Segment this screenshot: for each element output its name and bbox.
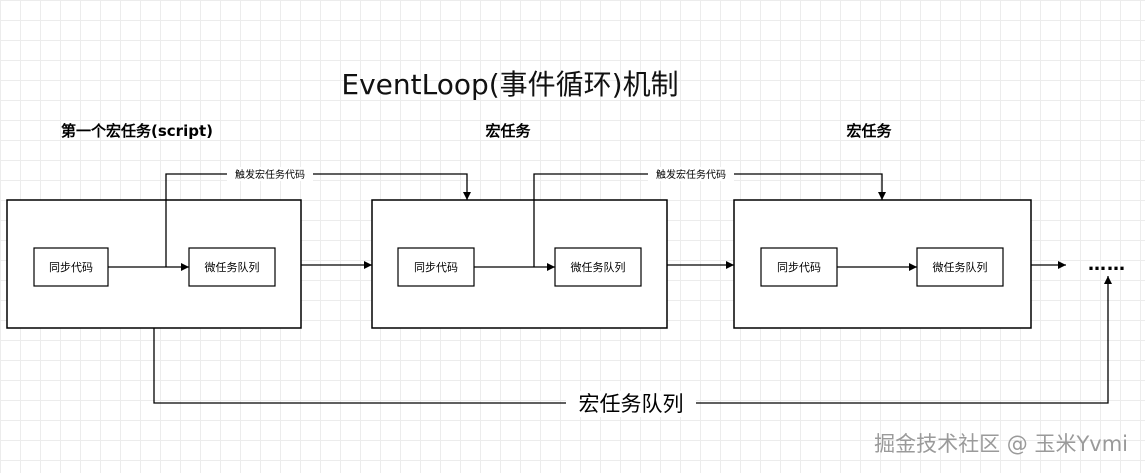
trigger-label-2: 触发宏任务代码 bbox=[656, 168, 726, 181]
microtask-queue-label-1: 微任务队列 bbox=[205, 260, 260, 274]
trigger-label-bg-2 bbox=[648, 167, 734, 181]
trigger-label-1: 触发宏任务代码 bbox=[235, 168, 305, 181]
continuation-ellipsis: …… bbox=[1088, 254, 1126, 275]
column-header-3: 宏任务 bbox=[846, 122, 892, 140]
trigger-label-bg-1 bbox=[227, 167, 313, 181]
microtask-queue-box-2 bbox=[554, 247, 642, 287]
sync-code-label-1: 同步代码 bbox=[49, 261, 93, 274]
sync-code-label-3: 同步代码 bbox=[777, 261, 821, 274]
macrotask-queue-label: 宏任务队列 bbox=[579, 392, 684, 416]
sync-code-label-2: 同步代码 bbox=[414, 261, 458, 274]
column-header-1: 第一个宏任务(script) bbox=[61, 122, 213, 140]
queue-label-bg bbox=[566, 391, 696, 417]
microtask-queue-label-3: 微任务队列 bbox=[933, 260, 988, 274]
diagram-title: EventLoop(事件循环)机制 bbox=[341, 68, 678, 101]
trigger-macrotask-arrow-1 bbox=[165, 173, 471, 267]
sync-code-box-3 bbox=[760, 247, 838, 287]
watermark: 掘金技术社区 @ 玉米Yvmi bbox=[874, 432, 1128, 456]
microtask-queue-label-2: 微任务队列 bbox=[571, 260, 626, 274]
sync-code-box-2 bbox=[397, 247, 475, 287]
column-header-2: 宏任务 bbox=[485, 122, 531, 140]
microtask-queue-box-1 bbox=[188, 247, 276, 287]
